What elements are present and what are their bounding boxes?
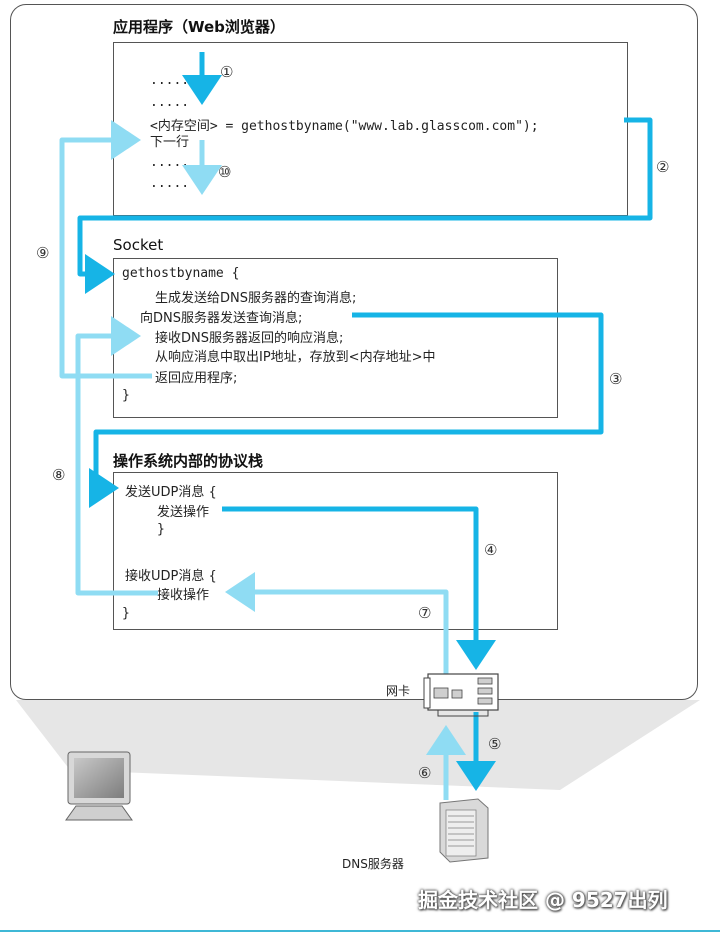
step-2-label: ② [656,158,670,176]
app-line-5: ..... [150,155,190,170]
step-4-label: ④ [484,541,498,559]
app-call-line: <内存空间> = gethostbyname("www.lab.glasscom… [150,119,539,134]
flow-step9-arrow [59,120,152,379]
flow-step7-arrow [225,572,449,675]
flow-step3-arrow [89,312,604,508]
floor-shadow [16,700,700,790]
socket-line-return: 返回应用程序; [155,371,238,386]
app-line-1: ..... [150,73,190,88]
os-box [113,472,558,630]
app-line-2: ..... [150,95,190,110]
flow-step4-arrow [222,506,496,670]
nic-card-icon [423,673,499,717]
socket-close-brace: } [122,388,130,403]
socket-line-build: 生成发送给DNS服务器的查询消息; [155,291,357,306]
socket-func-line: gethostbyname { [122,266,240,281]
step-7-label: ⑦ [418,604,432,622]
step-8-label: ⑧ [52,466,66,484]
os-send-close: } [157,522,165,537]
flow-step2-arrow [77,117,653,294]
app-next-line: 下一行 [150,135,190,150]
step-1-label: ① [220,63,234,81]
step-9-label: ⑨ [36,244,50,262]
watermark-text: 掘金技术社区 @ 9527出列 [418,888,668,912]
socket-line-send: 向DNS服务器发送查询消息; [140,311,303,326]
os-recv-op: 接收操作 [157,588,210,603]
os-title: 操作系统内部的协议栈 [113,452,264,470]
monitor-icon [65,751,133,821]
app-title: 应用程序（Web浏览器） [113,18,285,36]
socket-line-receive: 接收DNS服务器返回的响应消息; [155,331,344,346]
os-recv-udp: 接收UDP消息 { [125,569,217,584]
step-3-label: ③ [609,370,623,388]
step-10-label: ⑩ [218,163,232,181]
flow-step8-arrow [75,316,158,596]
socket-box [113,258,558,418]
dns-server-label: DNS服务器 [342,857,404,871]
socket-title: Socket [113,236,164,254]
nic-label: 网卡 [386,684,411,698]
server-icon [439,798,489,863]
bottom-divider [0,930,720,932]
os-send-udp: 发送UDP消息 { [125,485,217,500]
os-send-op: 发送操作 [157,505,210,520]
os-recv-close: } [122,606,130,621]
app-line-6: ..... [150,176,190,191]
socket-line-extract: 从响应消息中取出IP地址，存放到<内存地址>中 [155,350,436,365]
step-5-label: ⑤ [488,735,502,753]
step-6-label: ⑥ [418,764,432,782]
